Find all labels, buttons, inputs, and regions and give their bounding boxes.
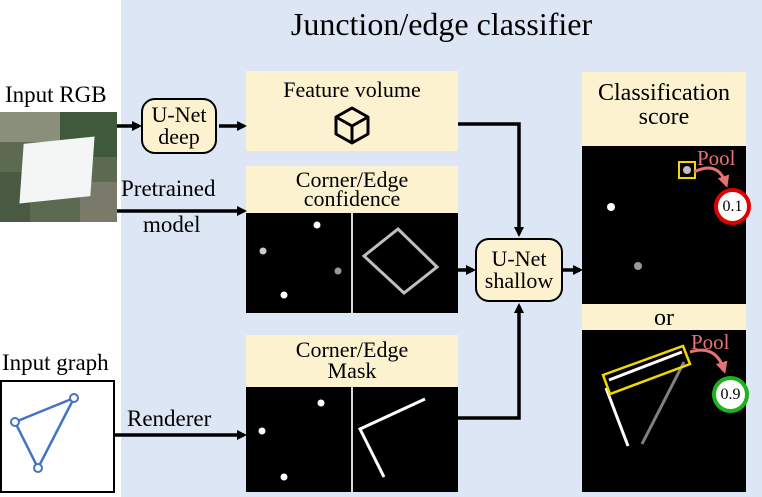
- corner-dot: [317, 399, 325, 407]
- confidence-label-line1: Corner/Edge: [295, 167, 409, 192]
- pool-label-top: Pool: [697, 146, 736, 170]
- mask-label-line2: Mask: [327, 358, 377, 383]
- graph-node: [69, 393, 79, 403]
- corner-dot: [683, 166, 691, 174]
- confidence-drawing: [259, 213, 440, 313]
- unet-shallow-line2: shallow: [484, 268, 554, 293]
- edge-mask: [357, 397, 426, 478]
- unet-deep-line1: U-Net: [151, 102, 207, 127]
- score-label-line1: Classification: [598, 80, 730, 106]
- corner-dot: [634, 262, 642, 270]
- score-label-line2: score: [638, 104, 690, 130]
- input-graph-drawing: [10, 393, 79, 473]
- corner-dot: [280, 291, 288, 299]
- pool-label-bottom: Pool: [691, 330, 730, 354]
- graph-node: [10, 417, 20, 427]
- cube-icon: [334, 106, 370, 145]
- graph-node: [33, 463, 43, 473]
- confidence-maps: [246, 213, 458, 313]
- score-badge-high: 0.9: [712, 376, 749, 413]
- unet-deep-line2: deep: [158, 124, 200, 149]
- edge-line: [604, 387, 630, 447]
- input-graph-label: Input graph: [2, 350, 109, 375]
- mask-drawing: [258, 387, 426, 492]
- score-header: Classification score: [582, 72, 746, 146]
- corner-dot: [259, 247, 267, 255]
- score-edge-drawing: [601, 344, 692, 447]
- corner-dot: [280, 473, 288, 481]
- mask-label-line1: Corner/Edge: [295, 337, 409, 362]
- input-graph-box: [0, 380, 115, 493]
- score-low-value: 0.1: [722, 197, 743, 215]
- mask-maps: [246, 387, 458, 492]
- unet-shallow-line1: U-Net: [491, 246, 547, 271]
- corner-dot: [258, 427, 266, 435]
- confidence-label-line2: confidence: [303, 186, 401, 211]
- corner-dot: [607, 203, 615, 211]
- edge-confidence: [361, 227, 440, 295]
- pretrained-label-line1: Pretrained: [121, 176, 216, 201]
- input-rgb-image: [0, 112, 117, 222]
- unet-shallow-box: U-Net shallow: [475, 238, 563, 302]
- diagram-title: Junction/edge classifier: [290, 6, 593, 42]
- score-high-value: 0.9: [720, 385, 741, 403]
- unet-deep-box: U-Net deep: [141, 98, 217, 154]
- input-rgb-label: Input RGB: [5, 82, 107, 107]
- confidence-header: Corner/Edge confidence: [246, 166, 458, 214]
- edge-line: [640, 361, 686, 445]
- feature-volume-label: Feature volume: [283, 77, 421, 102]
- edge-line: [608, 350, 683, 382]
- score-badge-low: 0.1: [714, 188, 751, 225]
- pretrained-label-line2: model: [143, 212, 201, 237]
- feature-volume-box: Feature volume: [246, 71, 458, 151]
- or-label: or: [654, 305, 674, 331]
- corner-dot: [334, 267, 342, 275]
- mask-header: Corner/Edge Mask: [246, 335, 458, 387]
- renderer-label: Renderer: [127, 406, 212, 431]
- corner-dot: [313, 221, 321, 229]
- or-separator: or: [582, 304, 746, 330]
